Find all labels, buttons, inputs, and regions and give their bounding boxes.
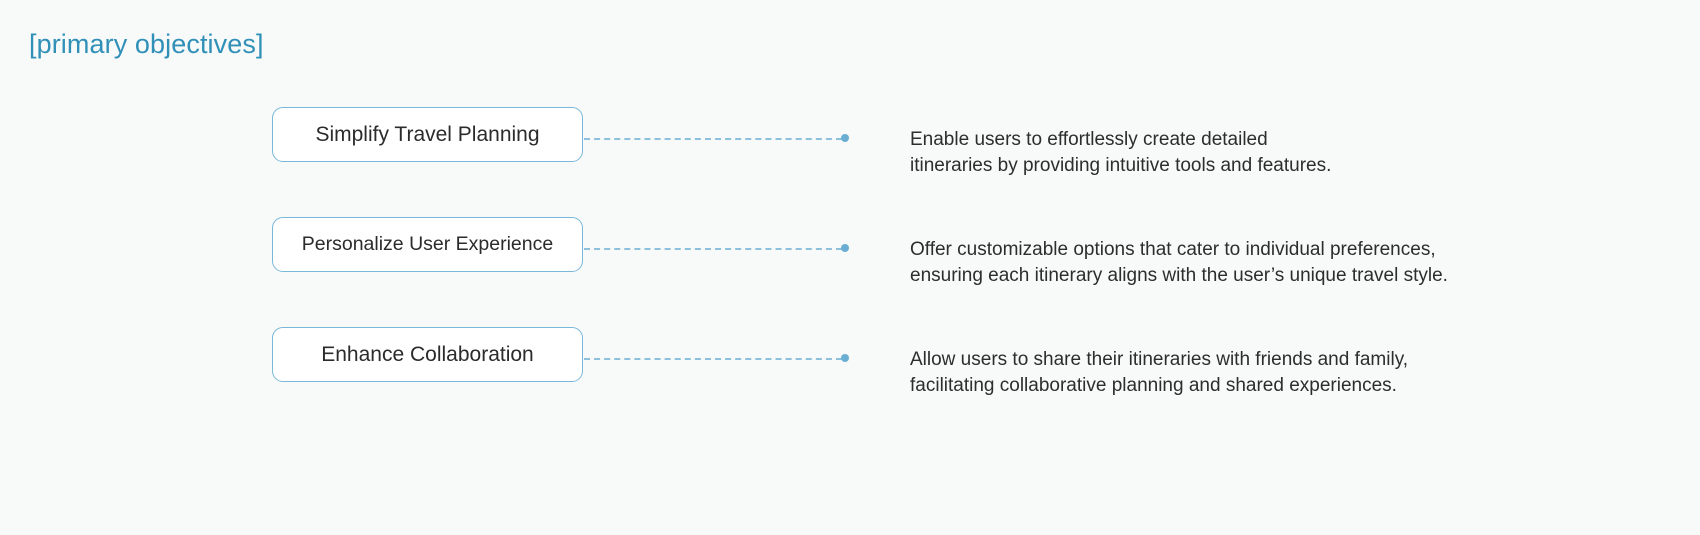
connector-line-1 <box>584 134 849 143</box>
objective-description: Offer customizable options that cater to… <box>910 239 1448 286</box>
connector-line-3 <box>584 354 849 363</box>
connector-endpoint-dot-icon <box>841 354 849 362</box>
connector-endpoint-dot-icon <box>841 134 849 142</box>
objective-box-label: Personalize User Experience <box>301 232 554 255</box>
dashed-line <box>584 357 842 360</box>
objective-box-label: Simplify Travel Planning <box>315 123 540 146</box>
objective-box-label: Enhance Collaboration <box>321 343 534 366</box>
objective-row: Simplify Travel Planning Enable users to… <box>0 107 1700 217</box>
objective-description: Allow users to share their itineraries w… <box>910 349 1409 396</box>
page-title: [primary objectives] <box>29 29 264 59</box>
objective-row: Enhance Collaboration Allow users to sha… <box>0 327 1700 437</box>
objective-box-personalize-user-experience[interactable]: Personalize User Experience <box>272 217 583 272</box>
objective-description: Enable users to effortlessly create deta… <box>910 129 1332 176</box>
connector-endpoint-dot-icon <box>841 244 849 252</box>
objectives-list: Simplify Travel Planning Enable users to… <box>0 107 1700 437</box>
connector-line-2 <box>584 244 849 253</box>
objective-box-enhance-collaboration[interactable]: Enhance Collaboration <box>272 327 583 382</box>
dashed-line <box>584 247 842 250</box>
objective-row: Personalize User Experience Offer custom… <box>0 217 1700 327</box>
objective-box-simplify-travel-planning[interactable]: Simplify Travel Planning <box>272 107 583 162</box>
dashed-line <box>584 137 842 140</box>
